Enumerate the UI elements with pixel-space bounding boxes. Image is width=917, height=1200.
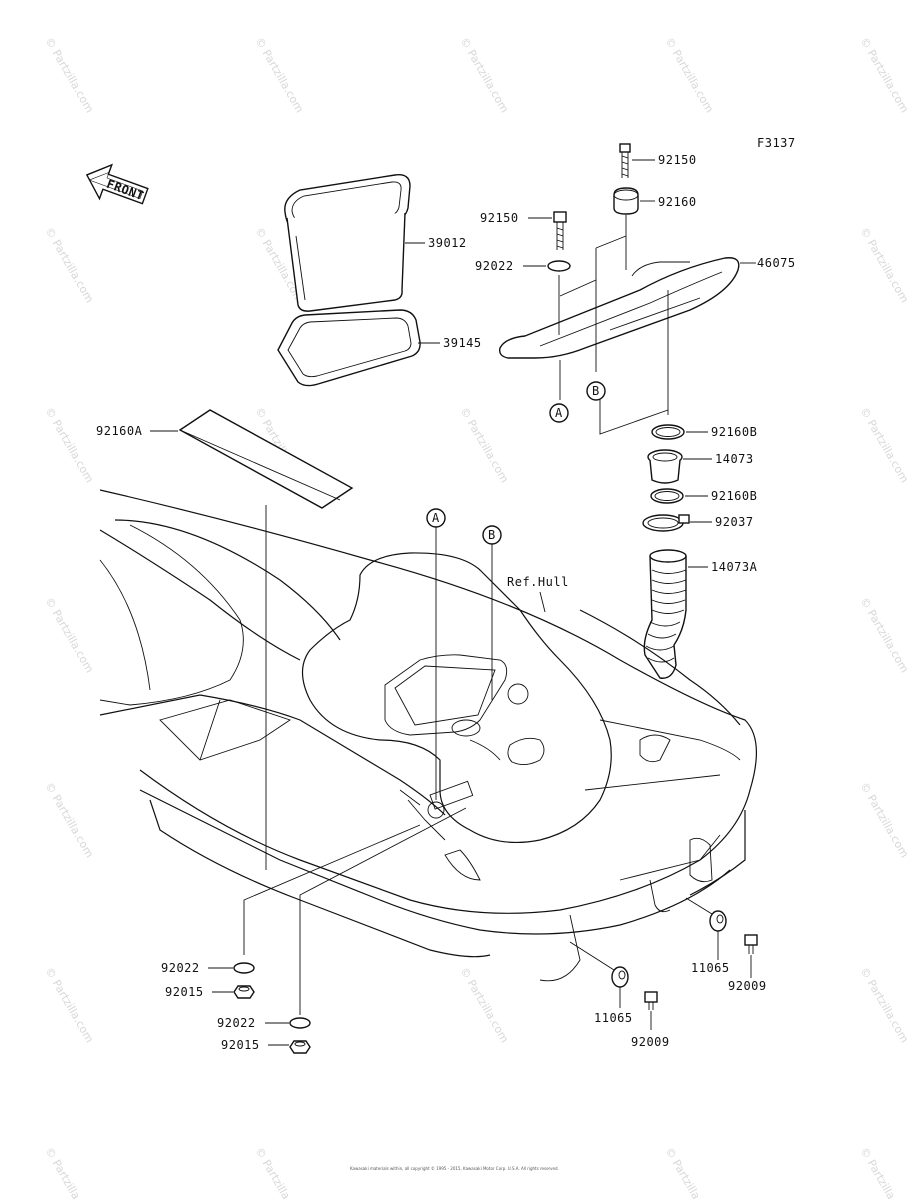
rubber-cap [613, 187, 639, 215]
hose-clamp [642, 514, 690, 532]
watermark: © Partzilla.com [857, 405, 911, 485]
nut-lower-b [289, 1040, 311, 1054]
screw-right-b [644, 991, 658, 1010]
part-92160B-1: 92160B [711, 425, 757, 439]
ref-hull-label: Ref.Hull [507, 575, 569, 589]
watermark: © Partzilla.com [857, 780, 911, 860]
watermark: © Partzilla.com [457, 35, 511, 115]
part-14073: 14073 [715, 452, 754, 466]
washer [547, 260, 571, 272]
screw-right-a [744, 934, 758, 954]
gasket [277, 309, 421, 387]
callout-b-hull: B [482, 525, 502, 545]
callout-b-top: B [586, 381, 606, 401]
watermark: © Partzilla.com [42, 595, 96, 675]
part-14073A: 14073A [711, 560, 758, 574]
part-92160A: 92160A [96, 424, 143, 438]
part-92022-top: 92022 [475, 259, 514, 273]
part-39012: 39012 [428, 236, 467, 250]
watermark: © Partzilla.com [857, 35, 911, 115]
part-92150: 92150 [480, 211, 519, 225]
vent-hose [643, 549, 687, 679]
part-39145: 39145 [443, 336, 482, 350]
part-11065-a: 11065 [691, 961, 730, 975]
callout-a-hull: A [426, 508, 446, 528]
watermark: © Partzilla.com [42, 35, 96, 115]
watermark: © Partzilla.com [42, 225, 96, 305]
watermark: © Partzilla.com [857, 595, 911, 675]
part-92160: 92160 [658, 195, 697, 209]
hull [99, 489, 758, 982]
watermark: © Partzilla.com [42, 1145, 96, 1200]
part-92022-a: 92022 [161, 961, 200, 975]
part-46075: 46075 [757, 256, 796, 270]
part-92160B-2: 92160B [711, 489, 757, 503]
watermark: © Partzilla.com [252, 35, 306, 115]
part-92015-b: 92015 [221, 1038, 260, 1052]
part-92022-b: 92022 [217, 1016, 256, 1030]
part-11065-b: 11065 [594, 1011, 633, 1025]
svg-text:A: A [555, 406, 563, 420]
watermark: © Partzilla.com [662, 1145, 716, 1200]
callout-a-top: A [549, 403, 569, 423]
storage-bucket [284, 174, 411, 312]
watermark: © Partzilla.com [42, 965, 96, 1045]
watermark: © Partzilla.com [42, 405, 96, 485]
watermark: © Partzilla.com [252, 1145, 306, 1200]
front-arrow-icon: FRONT [85, 163, 149, 205]
watermark: © Partzilla.com [42, 780, 96, 860]
bolt [553, 211, 567, 250]
foam-sheet [178, 409, 354, 509]
part-92037: 92037 [715, 515, 754, 529]
part-92009-a: 92009 [728, 979, 767, 993]
watermark: © Partzilla.com [662, 35, 716, 115]
figure-code: F3137 [757, 136, 796, 150]
watermark: © Partzilla.com [457, 965, 511, 1045]
part-92015-a: 92015 [165, 985, 204, 999]
svg-text:B: B [592, 384, 600, 398]
grab-handle [498, 257, 740, 359]
watermark: © Partzilla.com [457, 405, 511, 485]
watermark: © Partzilla.com [857, 225, 911, 305]
washer-lower-a [233, 962, 255, 974]
washer-lower-b [289, 1017, 311, 1029]
bolt-top [619, 143, 631, 178]
part-92009-b: 92009 [631, 1035, 670, 1049]
part-92150-top: 92150 [658, 153, 697, 167]
copyright-footnote: Kawasaki materials within, all copyright… [350, 1166, 559, 1171]
watermark: © Partzilla.com [857, 1145, 911, 1200]
cap-right-b [611, 966, 629, 988]
nut-lower-a [233, 985, 255, 999]
watermarks: © Partzilla.com © Partzilla.com © Partzi… [42, 35, 911, 1200]
watermark: © Partzilla.com [857, 965, 911, 1045]
svg-text:A: A [432, 511, 440, 525]
svg-text:B: B [488, 528, 496, 542]
vent-fitting [647, 449, 683, 484]
cap-right-a [709, 910, 727, 932]
